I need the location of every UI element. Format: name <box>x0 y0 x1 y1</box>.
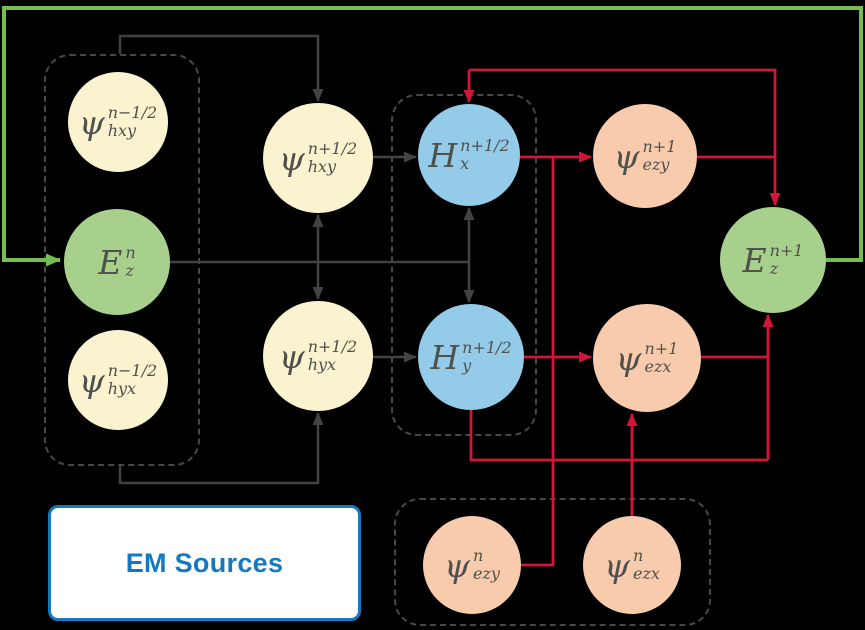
em-sources-label: EM Sources <box>125 547 284 578</box>
em-sources-box: EM Sources <box>48 505 361 621</box>
